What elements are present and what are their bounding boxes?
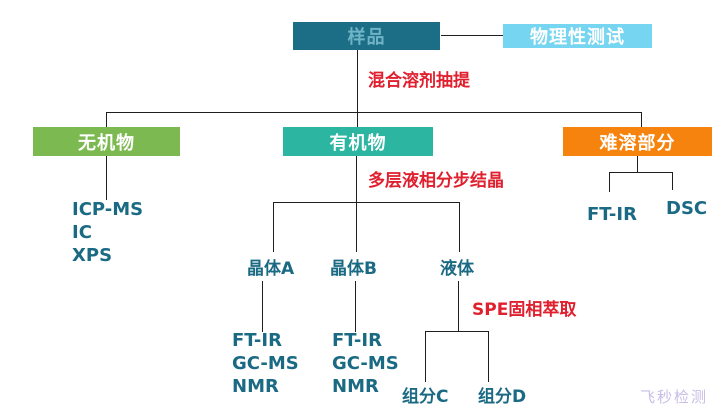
method-nmr-b: NMR — [332, 376, 379, 397]
method-nmr-a: NMR — [232, 376, 279, 397]
node-sample-label: 样品 — [347, 27, 386, 48]
connector-sample-to-physical — [441, 35, 503, 36]
watermark: 飞秒检测 — [640, 388, 709, 406]
method-gcms-a: GC-MS — [232, 353, 299, 374]
node-fraction-d: 组分D — [478, 387, 527, 407]
node-sample: 样品 — [293, 22, 440, 50]
connector-main-branch — [106, 112, 642, 113]
crystal-a-method-list: FT-IR GC-MS NMR — [232, 329, 299, 398]
connector-drop-ftir — [609, 172, 610, 192]
connector-drop-fraction-c — [425, 331, 426, 382]
method-ftir-insoluble: FT-IR — [587, 204, 637, 225]
method-ftir-a: FT-IR — [232, 330, 282, 351]
connector-inorganic-down — [106, 156, 107, 200]
process-label-solvent-extraction: 混合溶剂抽提 — [368, 71, 470, 91]
connector-drop-dsc — [672, 172, 673, 190]
connector-drop-crystal-b — [356, 202, 357, 252]
connector-insoluble-branch — [609, 172, 673, 173]
node-organic: 有机物 — [283, 127, 433, 156]
connector-sample-down — [357, 50, 358, 112]
method-ftir-b: FT-IR — [332, 330, 382, 351]
node-physical-test: 物理性测试 — [503, 24, 652, 48]
connector-organic-branch — [273, 202, 460, 203]
node-insoluble-label: 难溶部分 — [599, 132, 676, 154]
method-icp-ms: ICP-MS — [72, 199, 144, 220]
node-insoluble: 难溶部分 — [563, 127, 712, 156]
connector-spe-branch — [425, 331, 489, 332]
connector-liquid-down — [458, 281, 459, 331]
node-organic-label: 有机物 — [329, 132, 387, 154]
connector-crystal-b-down — [355, 281, 356, 332]
connector-crystal-a-down — [262, 281, 263, 332]
method-ic: IC — [72, 222, 92, 243]
connector-organic-down — [356, 156, 357, 202]
method-dsc-insoluble: DSC — [666, 198, 708, 219]
node-physical-test-label: 物理性测试 — [530, 27, 625, 48]
method-xps: XPS — [72, 245, 113, 266]
process-label-spe-extraction: SPE固相萃取 — [472, 300, 577, 320]
node-crystal-a: 晶体A — [247, 259, 295, 279]
node-fraction-c: 组分C — [402, 387, 449, 407]
connector-drop-liquid — [459, 202, 460, 252]
inorganic-method-list: ICP-MS IC XPS — [72, 198, 143, 267]
process-label-fractional-crystallization: 多层液相分步结晶 — [368, 171, 504, 191]
method-gcms-b: GC-MS — [332, 353, 399, 374]
connector-drop-organic — [357, 112, 358, 128]
connector-drop-insoluble — [641, 112, 642, 128]
crystal-b-method-list: FT-IR GC-MS NMR — [332, 329, 399, 398]
connector-drop-crystal-a — [273, 202, 274, 252]
node-liquid: 液体 — [440, 259, 474, 279]
connector-drop-fraction-d — [488, 331, 489, 382]
node-inorganic-label: 无机物 — [78, 132, 135, 154]
connector-insoluble-down — [637, 156, 638, 173]
connector-drop-inorganic — [106, 112, 107, 128]
node-inorganic: 无机物 — [33, 127, 180, 156]
node-crystal-b: 晶体B — [330, 259, 377, 279]
